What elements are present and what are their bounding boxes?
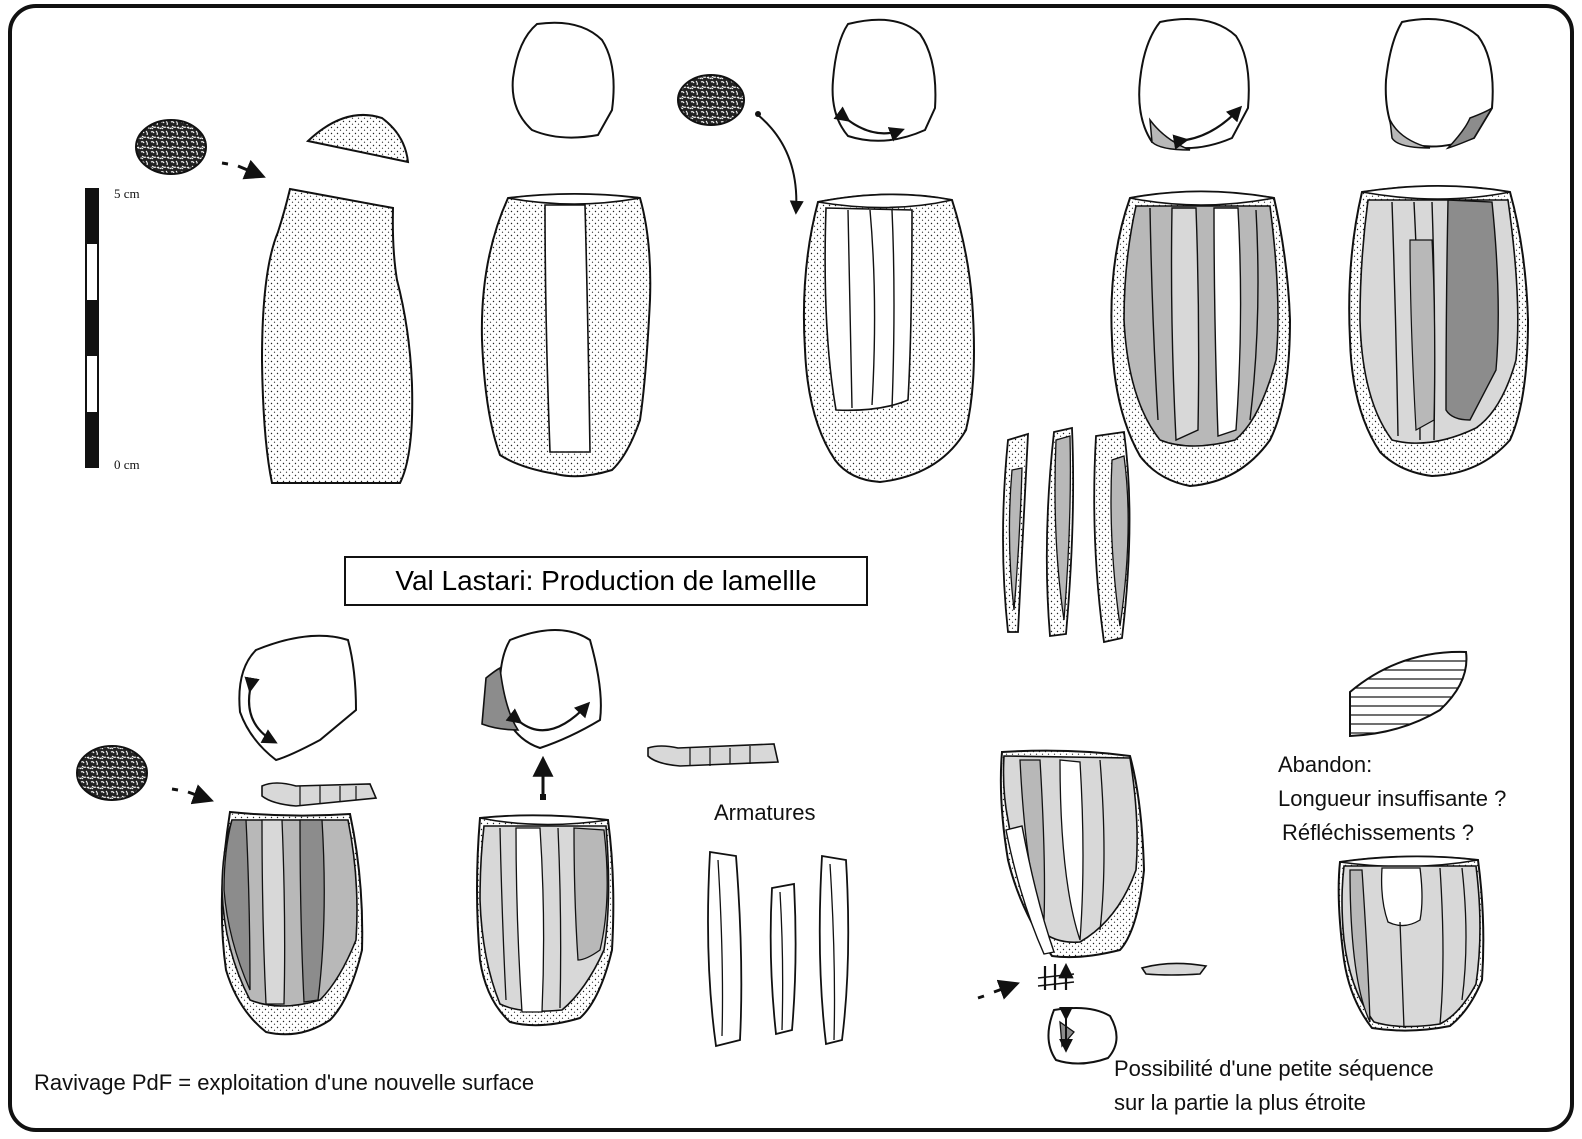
hammerstone-icon (136, 120, 206, 174)
small-flake-8 (1142, 963, 1206, 975)
scale-bar (85, 188, 99, 468)
hammerstone-icon (77, 746, 147, 800)
ravivage-caption: Ravivage PdF = exploitation d'une nouvel… (34, 1070, 534, 1096)
blade-scars-3 (825, 208, 912, 410)
percussion-arrow-curved (758, 115, 796, 212)
abandon-heading: Abandon: (1278, 752, 1372, 778)
blade-scars-4 (1124, 206, 1278, 446)
scale-top-label: 5 cm (114, 186, 140, 202)
possibilite-line-2: sur la partie la plus étroite (1114, 1090, 1366, 1116)
diagram-title: Val Lastari: Production de lamellle (344, 556, 868, 606)
percussion-arrow (172, 789, 210, 800)
platform-outline-8 (1048, 1008, 1116, 1064)
percussion-arrow-8 (978, 984, 1016, 998)
rejuvenation-tablet-armatures (648, 744, 778, 766)
abandon-reason-length: Longueur insuffisante ? (1278, 786, 1506, 812)
scale-bottom-label: 0 cm (114, 457, 140, 473)
core-cortical-1 (262, 189, 412, 483)
section-hatched (1350, 652, 1466, 736)
percussion-arrow (222, 163, 262, 176)
platform-outline-6 (239, 636, 356, 760)
striking-platform-flake (308, 115, 408, 162)
platform-outline-3 (833, 20, 936, 141)
hammerstone-icon (678, 75, 744, 125)
blade-scar-2 (545, 205, 590, 452)
bladelets-group (1003, 428, 1130, 642)
rejuvenation-tablet-6 (262, 783, 376, 806)
platform-outline-2 (513, 23, 614, 138)
armatures-group (708, 852, 848, 1046)
possibilite-line-1: Possibilité d'une petite séquence (1114, 1056, 1434, 1082)
armatures-label: Armatures (714, 800, 815, 826)
abandon-reason-hinge: Réfléchissements ? (1282, 820, 1474, 846)
